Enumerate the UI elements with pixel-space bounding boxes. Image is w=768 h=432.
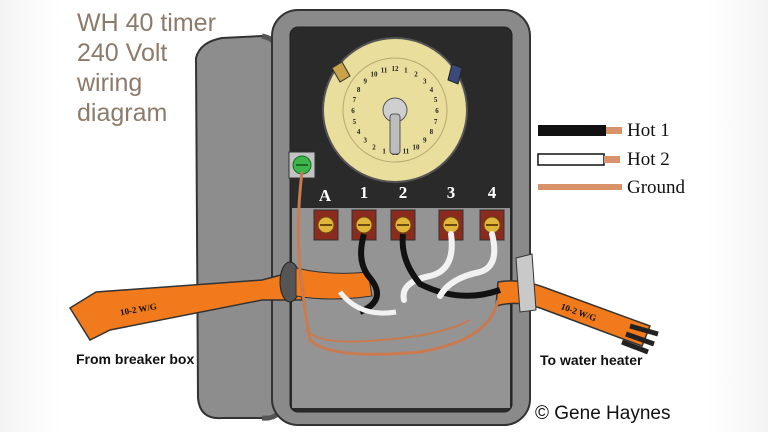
dial-number: 5	[353, 118, 357, 126]
dial-number: 6	[435, 107, 439, 115]
dial-number: 11	[381, 66, 388, 74]
terminal-A	[313, 209, 339, 241]
terminal-1	[351, 209, 377, 241]
dial-pointer	[389, 113, 401, 155]
right-clamp	[515, 253, 537, 313]
right-margin	[708, 0, 768, 432]
on-tripper	[331, 61, 351, 83]
title-line: 240 Volt	[77, 39, 168, 67]
legend-ground-label: Ground	[627, 177, 686, 198]
dial-number: 6	[351, 107, 355, 115]
dial-number: 1	[382, 148, 386, 156]
dial-number: 11	[403, 148, 410, 156]
title-line: diagram	[77, 99, 168, 127]
to-heater-caption: To water heater	[540, 352, 643, 368]
dial-number: 8	[357, 86, 361, 94]
dial-number: 10	[371, 71, 379, 79]
legend-hot2-label: Hot 2	[627, 149, 670, 170]
copyright-credit: © Gene Haynes	[535, 403, 671, 424]
terminal-label: 1	[360, 183, 369, 202]
dial-number: 2	[414, 71, 418, 79]
terminal-label: 4	[488, 183, 497, 202]
title-line: WH 40 timer	[77, 9, 216, 37]
terminal-label: 3	[447, 183, 456, 202]
dial-number: 3	[423, 77, 427, 85]
hot1-wire-terminal-1	[358, 233, 381, 315]
hot2-wire-terminal-4	[437, 231, 498, 299]
right-cable-ends	[621, 323, 659, 355]
legend-hot1-label: Hot 1	[627, 120, 670, 141]
diagram-title: WH 40 timer 240 Volt wiring diagram	[77, 8, 247, 128]
legend-hot1-swatch	[538, 125, 622, 136]
timer-door	[194, 34, 284, 420]
off-tripper	[447, 63, 463, 85]
terminal-4	[479, 209, 505, 241]
dial-number: 8	[430, 128, 434, 136]
hot1-wire-terminal-2	[399, 233, 501, 299]
dial-number: 3	[364, 137, 368, 145]
white-wire-loop	[338, 290, 397, 316]
left-margin	[0, 0, 60, 432]
dial-number: 2	[372, 143, 376, 151]
terminal-label: A	[319, 186, 332, 205]
dial-number: 9	[364, 77, 368, 85]
dial-number: 1	[404, 66, 408, 74]
title-line: wiring	[77, 69, 143, 97]
dial-number: 4	[430, 86, 434, 94]
dial-number: 7	[353, 96, 357, 104]
dial-number: 10	[413, 143, 421, 151]
dial-number: 5	[434, 96, 438, 104]
terminal-label: 2	[399, 183, 408, 202]
from-breaker-caption: From breaker box	[76, 351, 195, 367]
dial-number: 4	[357, 128, 361, 136]
left-cable	[68, 269, 303, 341]
dial-inner-ring	[342, 57, 448, 163]
legend-ground-swatch	[538, 184, 622, 190]
left-cable-inside	[295, 267, 373, 300]
legend-hot2-swatch	[537, 153, 620, 166]
dial-number: 7	[434, 118, 438, 126]
hot2-wire-terminal-3	[400, 231, 455, 303]
ground-wire	[296, 171, 500, 356]
dial-number: 12	[392, 65, 400, 73]
dial-number: 9	[423, 137, 427, 145]
ground-wire-loop	[305, 319, 471, 343]
